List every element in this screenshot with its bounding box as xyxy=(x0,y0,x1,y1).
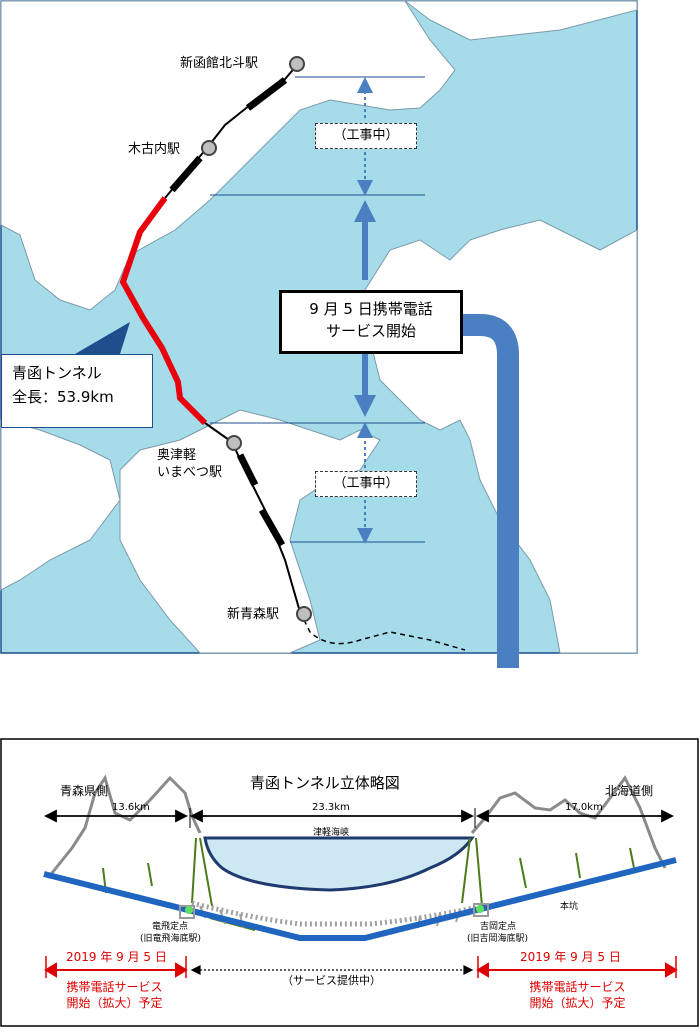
strait-water xyxy=(203,836,475,892)
center-dotted-arrow xyxy=(190,965,474,975)
service-start-box: 9 月 5 日携帯電話 サービス開始 xyxy=(279,290,463,354)
dist-right-label: 17.0km xyxy=(565,802,603,813)
station-label-shin-aomori: 新青森駅 xyxy=(227,607,280,622)
main-shaft-label: 本坑 xyxy=(560,902,579,912)
right-date: 2019 年 9 月 5 日 xyxy=(520,950,621,964)
left-region-label: 青森県側 xyxy=(60,784,109,798)
right-region-label: 北海道側 xyxy=(605,784,654,798)
left-date: 2019 年 9 月 5 日 xyxy=(66,950,167,964)
tappi-point-label: 竜飛定点 xyxy=(152,922,189,932)
station-markers xyxy=(201,56,312,622)
construction-box-lower: （工事中） xyxy=(315,471,417,497)
center-service-label: （サービス提供中） xyxy=(282,974,381,987)
tunnel-name: 青函トンネル xyxy=(12,364,102,382)
station-label-shin-hakodate: 新函館北斗駅 xyxy=(180,56,259,71)
station-label-okutsugaru-1: 奥津軽 xyxy=(157,448,197,463)
service-arrows xyxy=(44,956,678,978)
callout-pointer xyxy=(75,322,130,354)
main-tunnel xyxy=(43,857,677,941)
profile-title: 青函トンネル立体略図 xyxy=(250,774,400,792)
terrain-left xyxy=(46,774,202,879)
left-service-1: 携帯電話サービス xyxy=(66,980,163,994)
hokkaido-land xyxy=(0,0,638,311)
tunnel-route xyxy=(119,196,208,426)
left-peninsula xyxy=(0,419,121,591)
right-service-2: 開始（拡大）予定 xyxy=(529,996,626,1010)
fixed-points xyxy=(179,903,489,919)
service-start-line-2: サービス開始 xyxy=(325,322,416,340)
distance-arrows xyxy=(43,808,675,828)
profile-panel: 青函トンネル立体略図 青森県側 北海道側 13.6km 23.3km 17.0k… xyxy=(0,738,700,1028)
strait-label: 津軽海峡 xyxy=(313,828,350,838)
terrain-right xyxy=(470,775,667,869)
tunnel-callout: 青函トンネル 全長：53.9km xyxy=(1,354,153,428)
profile-svg xyxy=(0,738,699,1027)
station-label-okutsugaru-2: いまべつ駅 xyxy=(157,465,223,480)
dist-center-label: 23.3km xyxy=(312,802,350,813)
left-service-2: 開始（拡大）予定 xyxy=(66,996,163,1010)
station-label-kikonai: 木古内駅 xyxy=(128,142,181,157)
yoshioka-old-label: (旧吉岡海底駅) xyxy=(467,934,529,944)
tunnel-length: 全長：53.9km xyxy=(12,388,114,406)
pilot-tunnel xyxy=(191,900,483,927)
map-panel: 新函館北斗駅 木古内駅 奥津軽 いまべつ駅 新青森駅 （工事中） （工事中） 9… xyxy=(0,0,638,732)
service-start-line-1: 9 月 5 日携帯電話 xyxy=(309,300,433,318)
yoshioka-point-label: 吉岡定点 xyxy=(480,922,517,932)
service-range-arrow xyxy=(354,200,376,417)
construction-box-upper: （工事中） xyxy=(315,123,417,149)
right-service-1: 携帯電話サービス xyxy=(529,980,626,994)
dist-left-label: 13.6km xyxy=(112,802,150,813)
tappi-old-label: (旧竜飛海底駅) xyxy=(140,934,202,944)
route-arrow xyxy=(462,314,519,705)
